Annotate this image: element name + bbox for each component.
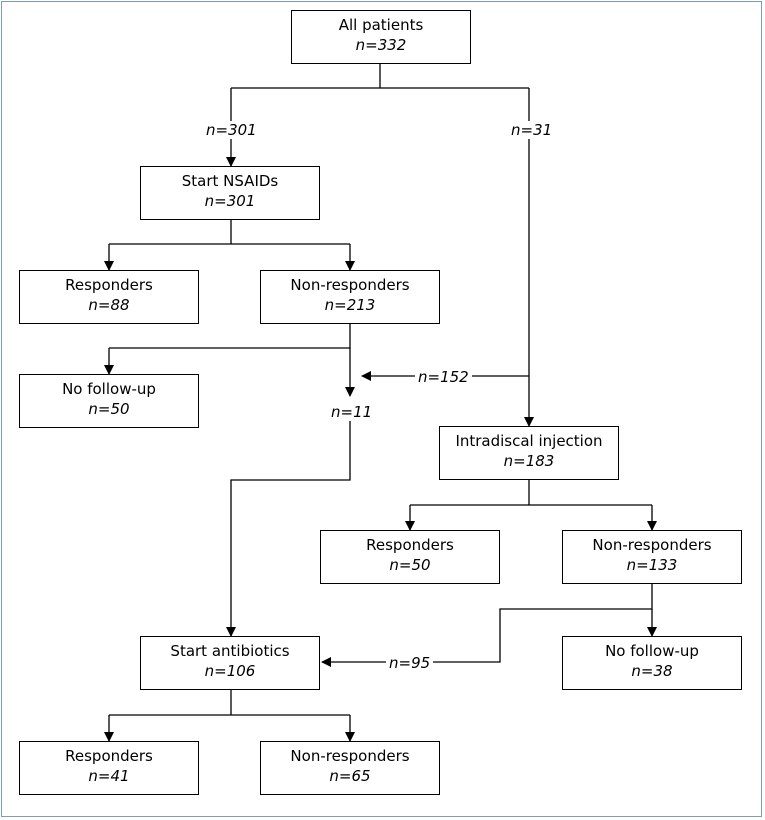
node-count: n=301 bbox=[204, 192, 256, 210]
edge-label-to-nsaids: n=301 bbox=[203, 121, 260, 139]
node-all-patients: All patients n=332 bbox=[291, 10, 471, 64]
edge-label-nonresp-to-antibiotics: n=11 bbox=[328, 403, 376, 421]
node-count: n=213 bbox=[324, 296, 376, 314]
node-injection-responders: Responders n=50 bbox=[320, 530, 500, 584]
node-title: Intradiscal injection bbox=[455, 432, 603, 450]
edge-label-injection-nonresp-to-antibiotics: n=95 bbox=[386, 654, 434, 672]
edge-nsaids-split bbox=[109, 220, 350, 245]
node-count: n=50 bbox=[88, 400, 130, 418]
node-title: Responders bbox=[366, 536, 454, 554]
node-title: Responders bbox=[65, 747, 153, 765]
node-count: n=50 bbox=[389, 556, 431, 574]
node-nsaids-no-followup: No follow-up n=50 bbox=[19, 374, 199, 428]
edge-nonresp-down bbox=[109, 324, 351, 349]
node-count: n=65 bbox=[329, 767, 371, 785]
edge-inj-nonresp-down bbox=[321, 584, 653, 667]
node-title: No follow-up bbox=[605, 642, 699, 660]
node-antibiotics-nonresponders: Non-responders n=65 bbox=[260, 741, 440, 795]
edge-label-to-injection: n=31 bbox=[508, 121, 556, 139]
node-start-antibiotics: Start antibiotics n=106 bbox=[140, 636, 320, 690]
node-start-nsaids: Start NSAIDs n=301 bbox=[140, 166, 320, 220]
node-count: n=88 bbox=[88, 296, 130, 314]
node-title: All patients bbox=[338, 16, 424, 34]
node-count: n=183 bbox=[503, 452, 555, 470]
node-count: n=41 bbox=[88, 767, 130, 785]
edge-injection-split bbox=[410, 480, 652, 506]
node-title: Responders bbox=[65, 276, 153, 294]
node-count: n=133 bbox=[626, 556, 678, 574]
node-count: n=38 bbox=[631, 662, 673, 680]
node-title: Non-responders bbox=[290, 747, 410, 765]
edge-11-to-antibiotics bbox=[226, 418, 351, 637]
edge-label-nonresp-to-injection: n=152 bbox=[415, 368, 472, 386]
node-injection-nonresponders: Non-responders n=133 bbox=[562, 530, 742, 584]
node-nsaids-nonresponders: Non-responders n=213 bbox=[260, 270, 440, 324]
node-title: No follow-up bbox=[62, 380, 156, 398]
node-count: n=106 bbox=[204, 662, 256, 680]
node-antibiotics-responders: Responders n=41 bbox=[19, 741, 199, 795]
node-title: Start antibiotics bbox=[170, 642, 290, 660]
node-intradiscal-injection: Intradiscal injection n=183 bbox=[439, 426, 619, 480]
node-count: n=332 bbox=[355, 36, 407, 54]
node-title: Start NSAIDs bbox=[181, 172, 279, 190]
node-nsaids-responders: Responders n=88 bbox=[19, 270, 199, 324]
node-injection-no-followup: No follow-up n=38 bbox=[562, 636, 742, 690]
edge-antibiotics-split bbox=[109, 690, 350, 716]
node-title: Non-responders bbox=[592, 536, 712, 554]
node-title: Non-responders bbox=[290, 276, 410, 294]
